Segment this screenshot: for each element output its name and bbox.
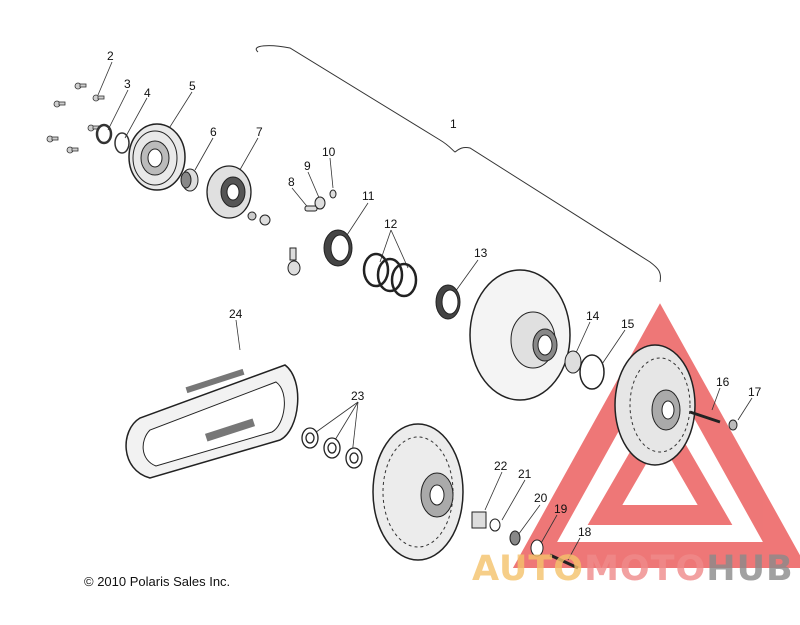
callout-24: 24	[229, 307, 243, 321]
callout-15: 15	[621, 317, 635, 331]
secondary-sheave	[372, 423, 464, 561]
callout-5: 5	[189, 79, 196, 93]
washer-small	[489, 518, 501, 532]
clutch-spring	[362, 252, 418, 298]
shim-washers	[301, 427, 363, 469]
washer-ring	[114, 132, 130, 154]
svg-text:AUTOMOTOHUB: AUTOMOTOHUB	[472, 549, 794, 589]
assembly-bracket	[255, 45, 661, 283]
bolt-long	[549, 553, 579, 570]
callout-19: 19	[554, 502, 568, 516]
callout-6: 6	[210, 125, 217, 139]
callout-23: 23	[351, 389, 365, 403]
copyright-text: © 2010 Polaris Sales Inc.	[84, 574, 231, 589]
watermark-triangle	[512, 303, 800, 568]
spider-assembly	[206, 165, 271, 226]
callout-21: 21	[518, 467, 532, 481]
roller-pin-set	[287, 189, 337, 276]
retaining-ring	[95, 123, 113, 145]
callout-7: 7	[256, 125, 263, 139]
fixed-sheave	[614, 344, 696, 466]
callout-17: 17	[748, 385, 762, 399]
callout-10: 10	[322, 145, 336, 159]
thrust-washer	[579, 354, 605, 390]
callout-2: 2	[107, 49, 114, 63]
watermark-auto: AUTO	[472, 549, 584, 589]
leader-lines	[97, 61, 753, 561]
washer-thin	[530, 539, 544, 557]
nut	[728, 419, 738, 431]
moveable-sheave	[469, 269, 571, 401]
callout-22: 22	[494, 459, 508, 473]
callout-9: 9	[304, 159, 311, 173]
drive-belt	[125, 364, 299, 479]
callout-3: 3	[124, 77, 131, 91]
watermark-moto: MOTO	[584, 549, 706, 589]
sheave-bushing	[435, 284, 461, 320]
callout-14: 14	[586, 309, 600, 323]
bushing	[180, 168, 199, 192]
washer-flat	[509, 530, 521, 546]
callout-20: 20	[534, 491, 548, 505]
bolt-group	[46, 82, 105, 154]
callout-11: 11	[362, 189, 375, 203]
callout-4: 4	[144, 86, 151, 100]
clutch-cover	[128, 123, 186, 191]
watermark-logo: AUTOMOTOHUB	[472, 549, 794, 589]
callout-12: 12	[384, 217, 398, 231]
callout-13: 13	[474, 246, 488, 260]
callout-18: 18	[578, 525, 592, 539]
callout-1: 1	[450, 117, 457, 131]
callout-8: 8	[288, 175, 295, 189]
moveable-sheave-bushing	[323, 229, 353, 267]
sleeve	[471, 511, 487, 529]
watermark-hub: HUB	[706, 549, 793, 589]
spacer	[564, 350, 582, 374]
shaft-pin	[689, 410, 721, 424]
callout-16: 16	[716, 375, 730, 389]
